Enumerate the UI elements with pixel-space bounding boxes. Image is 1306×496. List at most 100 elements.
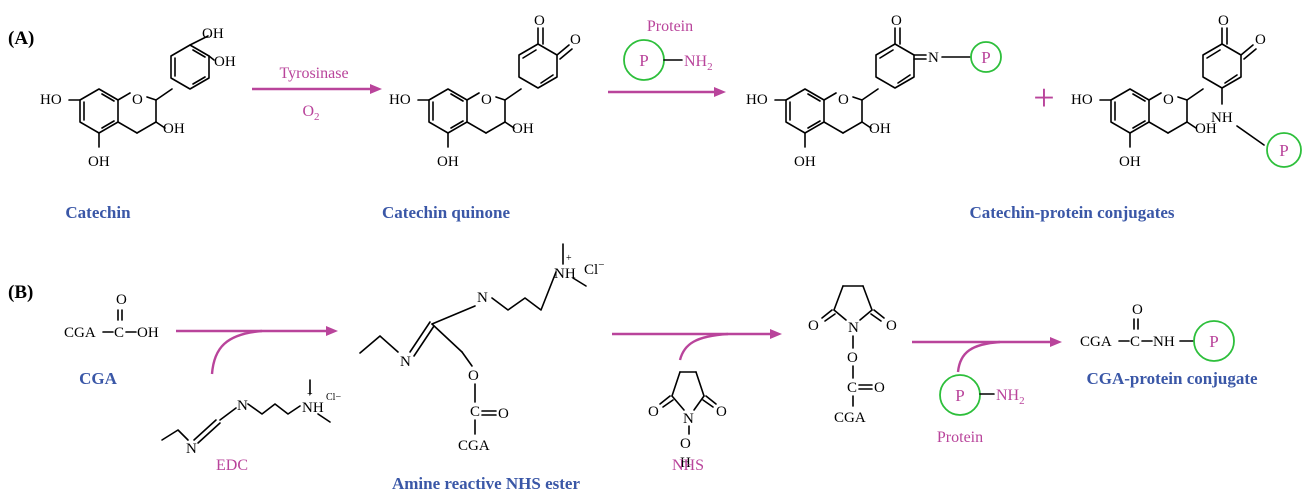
atom-cga-label: CGA xyxy=(458,438,490,454)
atom-o-label: O xyxy=(132,92,143,108)
protein-p-label: P xyxy=(639,51,648,70)
reagent-protein: Protein xyxy=(647,18,693,35)
protein-p-label: P xyxy=(1279,141,1288,160)
conjugate-michael-adduct: HO O OH OH O O NH P Catechin-protein con… xyxy=(969,13,1302,222)
atom-n-label: N xyxy=(400,354,411,370)
atom-cga-label: CGA xyxy=(834,410,866,426)
protein-circle xyxy=(1266,132,1302,168)
protein-circle xyxy=(970,41,1002,73)
cga-nhs-ester-structure: O N O O C O CGA xyxy=(808,285,897,426)
atom-o-label: O xyxy=(648,404,659,420)
atom-c-label: C xyxy=(1130,334,1140,350)
atom-oh-label: OH xyxy=(88,154,110,170)
atom-o-label: O xyxy=(468,368,479,384)
nhs-ester-structure: N N NH + Cl− O C O CGA Amine reactive NH… xyxy=(359,243,604,493)
catechin-quinone-structure: HO O OH OH O O Catechin quinone xyxy=(382,13,581,222)
atom-oh-label: OH xyxy=(214,54,236,70)
atom-n-label: N xyxy=(186,441,197,457)
atom-o-label: O xyxy=(716,404,727,420)
atom-nh-label: NH xyxy=(1153,334,1175,350)
atom-cl-label: Cl− xyxy=(584,259,604,278)
reagent-o2: O2 xyxy=(302,103,319,123)
atom-c-label: C xyxy=(847,380,857,396)
atom-ho-label: HO xyxy=(389,92,411,108)
caption-catechin: Catechin xyxy=(65,203,131,222)
panel-label-b: (B) xyxy=(8,282,33,303)
reagent-edc: EDC xyxy=(216,457,248,474)
atom-oh-label: OH xyxy=(202,26,224,42)
conjugate-schiff-base: HO O OH OH O N P xyxy=(746,13,1002,170)
atom-oh-label: OH xyxy=(869,121,891,137)
protein-p-label: P xyxy=(955,386,964,405)
atom-o-label: O xyxy=(498,406,509,422)
plus-sign: + xyxy=(1033,77,1054,119)
atom-plus-label: + xyxy=(566,253,572,264)
atom-ho-label: HO xyxy=(1071,92,1093,108)
atom-o-label: O xyxy=(808,318,819,334)
reagent-nhs: NHS xyxy=(672,457,704,474)
atom-cga-label: CGA xyxy=(64,325,96,341)
atom-o-label: O xyxy=(570,32,581,48)
protein-p-label: P xyxy=(1209,332,1218,351)
protein-p-label: P xyxy=(981,48,990,67)
atom-o-label: O xyxy=(1132,302,1143,318)
atom-oh-label: OH xyxy=(163,121,185,137)
atom-o-label: O xyxy=(838,92,849,108)
atom-nh-label: NH xyxy=(302,400,324,416)
atom-o-label: O xyxy=(874,380,885,396)
atom-n-label: N xyxy=(237,398,248,414)
atom-o-label: O xyxy=(1218,13,1229,29)
atom-nh-label: NH xyxy=(1211,110,1233,126)
atom-n-label: N xyxy=(683,411,694,427)
atom-oh-label: OH xyxy=(437,154,459,170)
arrow-protein-a: Protein P NH2 xyxy=(608,18,726,97)
catechin-structure: HO O OH OH OH OH Catechin xyxy=(40,26,236,222)
atom-n-label: N xyxy=(848,320,859,336)
atom-h-label: H xyxy=(680,455,691,471)
cga-protein-conjugate-structure: O CGA C NH P CGA-protein conjugate xyxy=(1080,302,1258,388)
atom-o-label: O xyxy=(116,292,127,308)
atom-o-label: O xyxy=(1163,92,1174,108)
atom-o-label: O xyxy=(481,92,492,108)
atom-oh-label: OH xyxy=(794,154,816,170)
atom-o-label: O xyxy=(1255,32,1266,48)
atom-o-label: O xyxy=(534,13,545,29)
nhs-structure: O N O O H NHS xyxy=(648,371,727,474)
atom-oh-label: OH xyxy=(137,325,159,341)
amine-nh2: NH2 xyxy=(996,387,1025,407)
atom-n-label: N xyxy=(928,50,939,66)
atom-oh-label: OH xyxy=(512,121,534,137)
protein-circle xyxy=(939,374,981,416)
atom-oh-label: OH xyxy=(1195,121,1217,137)
cga-structure: O CGA C OH CGA xyxy=(64,292,159,388)
atom-c-label: C xyxy=(114,325,124,341)
atom-ho-label: HO xyxy=(40,92,62,108)
caption-cga-conjugate: CGA-protein conjugate xyxy=(1086,369,1258,388)
atom-ho-label: HO xyxy=(746,92,768,108)
arrow-protein-b: P NH2 Protein xyxy=(912,337,1062,446)
atom-cga-label: CGA xyxy=(1080,334,1112,350)
reagent-tyrosinase: Tyrosinase xyxy=(279,65,348,82)
caption-cga: CGA xyxy=(79,369,118,388)
atom-n-label: N xyxy=(477,290,488,306)
atom-oh-label: OH xyxy=(1119,154,1141,170)
amine-nh2: NH2 xyxy=(684,53,713,73)
panel-label-a: (A) xyxy=(8,28,34,49)
caption-conjugates: Catechin-protein conjugates xyxy=(969,203,1174,222)
protein-circle xyxy=(1193,320,1235,362)
atom-o-label: O xyxy=(886,318,897,334)
atom-o-label: O xyxy=(847,350,858,366)
caption-quinone: Catechin quinone xyxy=(382,203,510,222)
arrow-edc xyxy=(176,326,338,375)
reagent-protein: Protein xyxy=(937,429,983,446)
atom-nh-label: NH xyxy=(554,266,576,282)
atom-o-label: O xyxy=(891,13,902,29)
atom-cl-label: Cl− xyxy=(326,392,341,403)
atom-c-label: C xyxy=(470,404,480,420)
arrow-tyrosinase: Tyrosinase O2 xyxy=(252,65,382,123)
arrow-nhs xyxy=(612,329,782,361)
edc-structure: N N NH + Cl− EDC xyxy=(161,379,341,474)
caption-nhs-ester: Amine reactive NHS ester xyxy=(392,474,580,493)
atom-oh-label: O xyxy=(680,436,691,452)
